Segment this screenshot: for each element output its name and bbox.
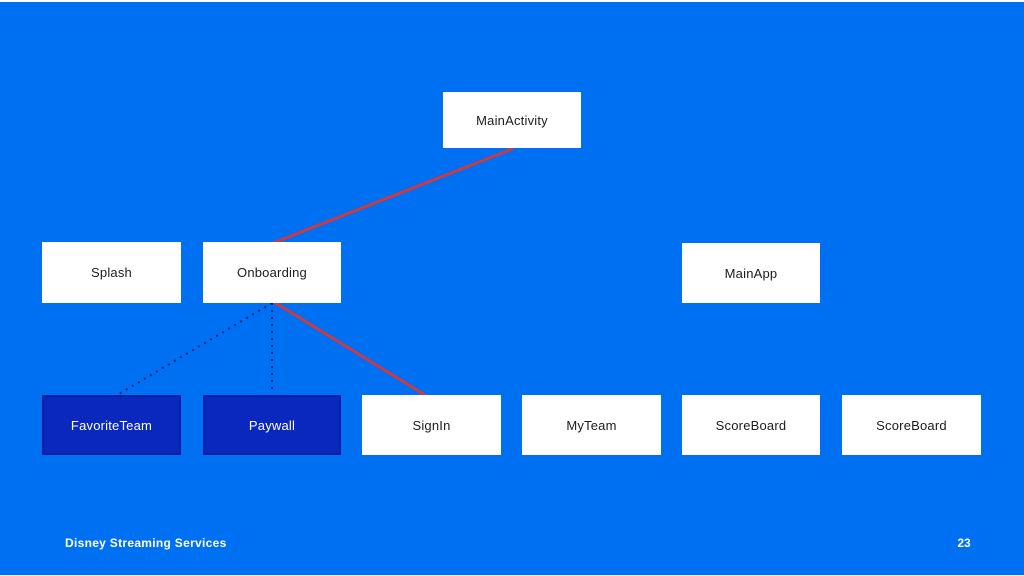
edge-onboarding-favoriteteam xyxy=(118,302,273,395)
node-my-team: MyTeam xyxy=(522,395,661,455)
node-main-activity: MainActivity xyxy=(443,92,581,148)
node-onboarding: Onboarding xyxy=(203,242,341,303)
page-number: 23 xyxy=(957,536,971,550)
node-main-app: MainApp xyxy=(682,243,820,303)
node-paywall: Paywall xyxy=(203,395,341,455)
edge-mainactivity-onboarding xyxy=(271,147,514,245)
slide-top-border xyxy=(0,0,1024,2)
node-favorite-team: FavoriteTeam xyxy=(42,395,181,455)
footer-brand: Disney Streaming Services xyxy=(65,536,227,550)
node-scoreboard-2: ScoreBoard xyxy=(842,395,981,455)
edge-onboarding-signin xyxy=(272,300,427,397)
node-splash: Splash xyxy=(42,242,181,303)
node-scoreboard-1: ScoreBoard xyxy=(682,395,820,455)
node-sign-in: SignIn xyxy=(362,395,501,455)
